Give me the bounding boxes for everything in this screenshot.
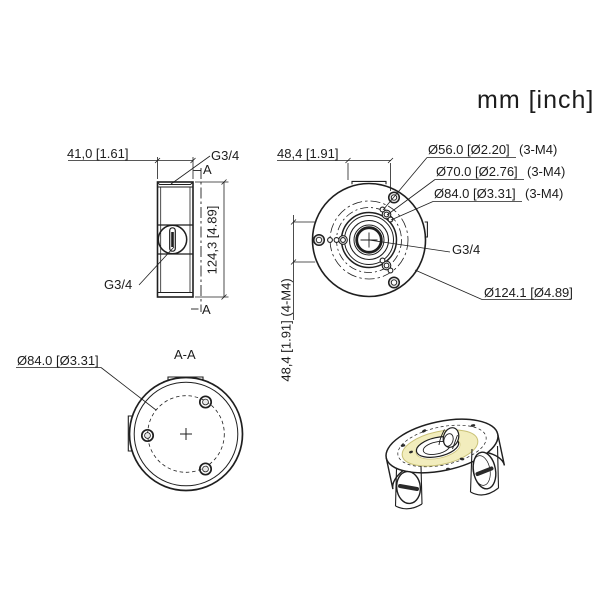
section-view-screws <box>140 395 213 476</box>
iso-view-center-fitting <box>415 427 460 458</box>
leader-thread-top <box>170 155 211 185</box>
front-view-top-tab <box>351 180 387 185</box>
iso-view-plug-right <box>469 445 500 496</box>
front-center-thread-label: G3/4 <box>452 242 481 257</box>
section-view-title: A-A <box>174 347 196 362</box>
section-letter-top: A <box>203 162 212 177</box>
leader-bolt-circles <box>382 157 524 221</box>
bolt-circle-84-note: (3-M4) <box>525 186 564 201</box>
side-view-gland-plug <box>157 224 188 255</box>
front-view-center-hole <box>348 219 390 261</box>
front-view-bolt-holes <box>327 206 394 274</box>
front-view-side-tab <box>424 221 428 238</box>
bolt-circle-56-note: (3-M4) <box>519 142 558 157</box>
bolt-circle-84-label: Ø84.0 [Ø3.31] <box>434 186 516 201</box>
front-outer-diameter-label: Ø124.1 [Ø4.89] <box>484 285 573 300</box>
bolt-circle-70-label: Ø70.0 [Ø2.76] <box>436 164 518 179</box>
leader-center-thread <box>368 239 451 253</box>
side-width-dim-label: 41,0 [1.61] <box>67 146 129 161</box>
iso-view-plug-left <box>394 465 423 510</box>
section-view-side-tab <box>127 415 133 452</box>
side-view-body <box>156 181 194 298</box>
section-view-drawing <box>16 367 244 492</box>
dim-spacing-top <box>277 157 394 191</box>
front-view-drawing <box>277 157 571 320</box>
side-thread-top-label: G3/4 <box>211 148 240 163</box>
front-view-outer-circle <box>311 182 427 298</box>
section-cut-line <box>191 168 202 312</box>
leader-outer-diameter <box>414 269 571 300</box>
section-bolt-circle-label: Ø84.0 [Ø3.31] <box>17 353 99 368</box>
dim-height-124 <box>195 179 229 300</box>
front-spacing-left-label: 48,4 [1.91] (4-M4) <box>278 278 294 382</box>
iso-view-hole-marks <box>400 424 476 471</box>
section-view-top-tab <box>167 376 204 381</box>
leader-section-bolt-circle <box>16 367 157 411</box>
bolt-circle-70-note: (3-M4) <box>527 164 566 179</box>
iso-view-plug-left-slot <box>398 484 419 491</box>
front-spacing-top-label: 48,4 [1.91] <box>277 146 339 161</box>
section-letter-bottom: A <box>202 302 211 317</box>
side-view-drawing <box>68 155 229 312</box>
bolt-circle-56-label: Ø56.0 [Ø2.20] <box>428 142 510 157</box>
section-view-center-mark <box>180 428 192 440</box>
side-height-dim-label: 124,3 [4.89] <box>204 205 220 274</box>
leader-thread-side <box>138 246 175 286</box>
side-thread-side-label: G3/4 <box>104 277 133 292</box>
iso-view-plug-right-slot <box>475 466 494 476</box>
dim-spacing-left <box>290 215 316 320</box>
units-note: mm [inch] <box>477 86 595 114</box>
isometric-view-drawing <box>385 418 506 510</box>
